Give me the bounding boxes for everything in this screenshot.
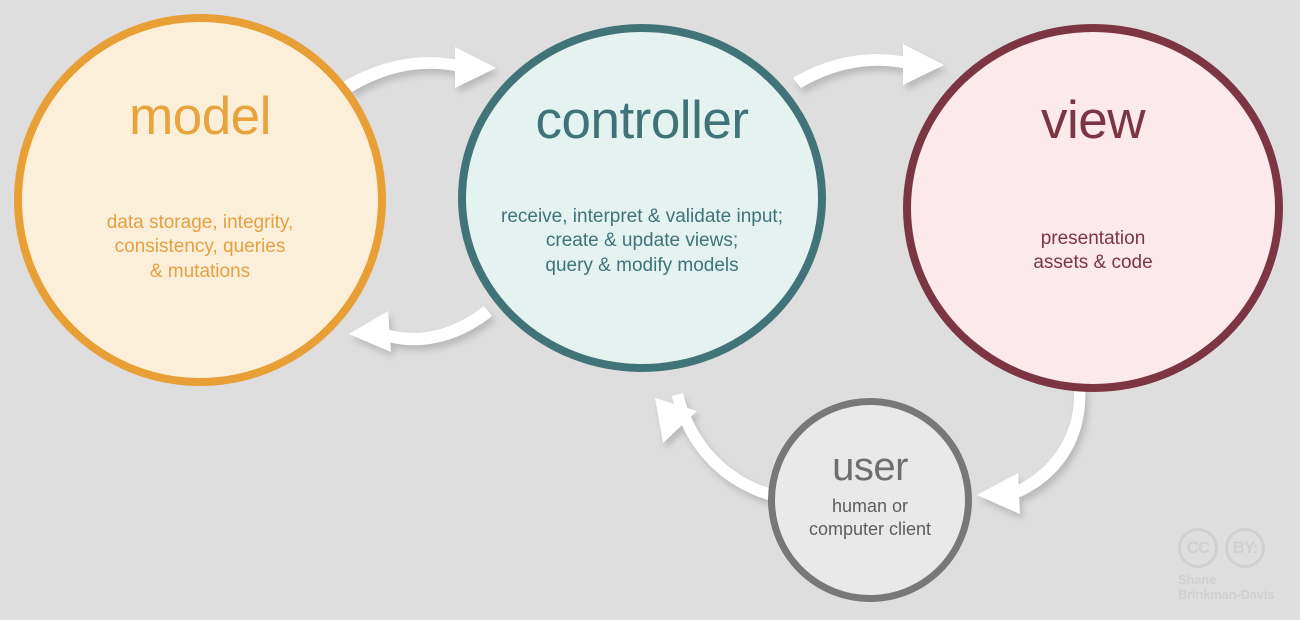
node-controller[interactable]: controller receive, interpret & validate… [458, 24, 826, 372]
arrow-controller-to-model [349, 306, 492, 352]
cc-license-marks: CC BY: [1178, 528, 1290, 568]
creative-commons-attribution: CC BY: Shane Brinkman-Davis [1178, 528, 1290, 610]
attribution-author: Shane Brinkman-Davis [1178, 572, 1290, 603]
creative-commons-icon: CC [1178, 528, 1218, 568]
attribution-author-first: Shane [1178, 572, 1217, 587]
node-model[interactable]: model data storage, integrity,consistenc… [14, 14, 386, 386]
node-controller-title: controller [535, 91, 749, 150]
arrow-controller-to-view [793, 44, 944, 88]
node-controller-description: receive, interpret & validate input;crea… [501, 206, 783, 276]
arrow-user-to-controller [655, 393, 772, 500]
arrow-view-to-user [977, 385, 1086, 514]
node-model-description: data storage, integrity,consistency, que… [106, 212, 294, 282]
node-user-title: user [832, 445, 908, 489]
arrow-model-to-controller [343, 47, 496, 92]
node-view-title: view [1040, 91, 1146, 150]
node-model-title: model [129, 87, 271, 146]
attribution-author-last: Brinkman-Davis [1178, 586, 1275, 602]
attribution-by-icon: BY: [1225, 528, 1265, 568]
